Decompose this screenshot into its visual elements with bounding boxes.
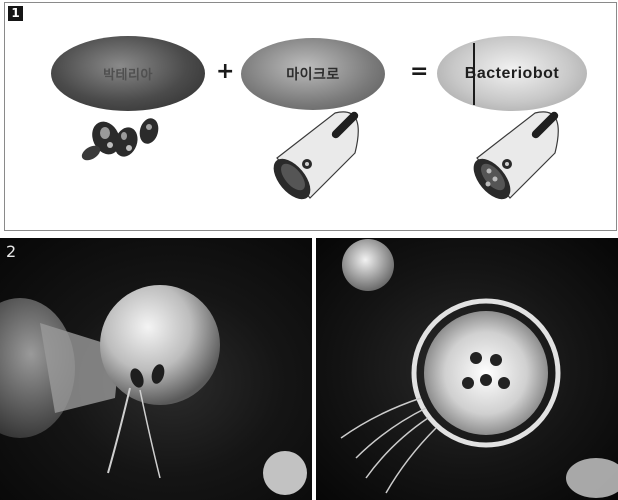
bacteriobot-render-left: 2: [0, 238, 312, 500]
panel1-illustrations: [5, 3, 616, 230]
render-panel: 2: [0, 238, 618, 500]
bacteriobot-render-right: [316, 238, 618, 500]
bacteria-icon: [79, 116, 161, 163]
left-render-art: [0, 238, 312, 500]
right-render-art: [316, 238, 618, 500]
bacteriobot-icon: [467, 110, 560, 206]
microrobot-icon: [267, 110, 360, 206]
concept-panel: 1 박테리아 + 마이크로 = Bacteriobot: [4, 2, 617, 231]
